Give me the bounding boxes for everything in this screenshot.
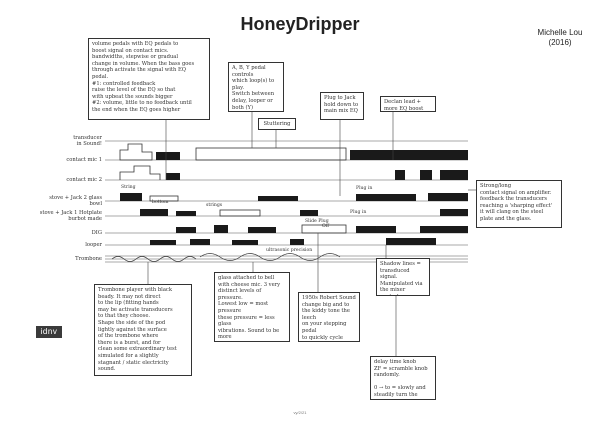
looper-row <box>150 238 436 245</box>
note-reset-sound: 1950s Robert Sound change big and to the… <box>298 292 360 342</box>
looper-block-5 <box>386 238 436 245</box>
segment-label-plug-in-1: Plug in <box>356 186 373 191</box>
author-year: (2016) <box>548 38 572 47</box>
row-label-trombone: Trombone <box>75 256 102 262</box>
contact2-block-2 <box>395 170 405 180</box>
note-stuttering: Stuttering <box>258 118 296 130</box>
contact1-block-1 <box>156 152 180 160</box>
hotplate-block-4 <box>440 209 468 216</box>
looper-block-2 <box>190 239 210 245</box>
hotplate-box-1 <box>219 209 261 217</box>
segment-label-string: String <box>121 185 136 190</box>
contact1-block-2 <box>350 150 468 160</box>
row-label-dig: DIG <box>91 230 102 236</box>
contact2-block-4 <box>440 170 468 180</box>
segment-label-strings: strings <box>206 203 223 208</box>
hotplate-block-2 <box>176 211 196 216</box>
publisher-logo: idnv <box>36 326 62 338</box>
dig-block-4 <box>356 226 396 233</box>
segment-label-slide-plug: Slide Plug <box>305 219 329 224</box>
page-number: vy/2/21 <box>293 410 307 415</box>
note-declan-lead: Declan lead + more EQ boost <box>380 96 436 112</box>
note-strong-signal: Strong/long contact signal on amplifier.… <box>476 180 562 228</box>
page-title: HoneyDripper <box>240 14 360 34</box>
row-label-hotplate: stove + Jack 1 Hotplate burbot made <box>39 210 102 222</box>
contact-mic-1-steps <box>119 143 468 161</box>
dig-block-1 <box>176 227 196 233</box>
note-plug-looper: Plug to Jack hold down to main mix EQ <box>320 92 364 120</box>
segment-label-off: Off <box>322 224 330 229</box>
looper-block-1 <box>150 240 176 245</box>
contact-mic-2-steps <box>119 165 468 180</box>
segment-label-bottom: bottom <box>152 200 169 205</box>
segment-label-glissando: ultrasonic precision <box>266 248 313 253</box>
row-label-looper: looper <box>85 242 102 248</box>
hotplate-row <box>140 209 468 217</box>
row-label-contact-mic-2: contact mic 2 <box>66 177 102 183</box>
glass-bowl-row <box>120 193 468 202</box>
dig-row <box>176 224 468 234</box>
dig-block-5 <box>420 226 468 233</box>
contact2-block-1 <box>166 173 180 180</box>
row-label-contact-mic-1: contact mic 1 <box>66 157 102 163</box>
contact2-block-3 <box>420 170 432 180</box>
dig-block-3 <box>248 227 276 233</box>
segment-label-plug-in-2: Plug in <box>350 210 367 215</box>
contact1-long-box <box>195 147 347 161</box>
glass-block-4 <box>428 193 468 201</box>
hotplate-block-1 <box>140 209 168 216</box>
author-credit: Michelle Lou (2016) <box>520 28 600 48</box>
note-trombone-player: Trombone player with black beady. It may… <box>94 284 192 376</box>
trombone-glissando <box>111 253 341 262</box>
glass-box-1 <box>149 195 179 202</box>
author-name: Michelle Lou <box>537 28 583 37</box>
note-glass-attached: glass attached to bell with cheese mic. … <box>214 272 290 342</box>
note-shadow-lines: Shadow lines = transduced signal. Manipu… <box>376 258 430 296</box>
note-volume-pedals: volume pedals with EQ pedals to boost si… <box>88 38 210 120</box>
hotplate-block-3 <box>300 210 318 216</box>
glass-block-1 <box>120 193 142 201</box>
glass-block-2 <box>258 196 298 201</box>
dig-box-1 <box>301 224 347 234</box>
note-pedal-controls: A, B, Y pedal controls which loop(s) to … <box>228 62 284 112</box>
looper-block-4 <box>290 239 304 245</box>
looper-block-3 <box>232 240 258 245</box>
glass-block-3 <box>356 194 416 201</box>
note-delay-time: delay time knob ZF = scramble knob rando… <box>370 356 436 400</box>
row-label-glass-bowl: stove + Jack 2 glass bowl <box>49 195 102 207</box>
dig-block-2 <box>214 225 228 233</box>
row-label-transducer: transducer in Sound! <box>73 135 102 147</box>
